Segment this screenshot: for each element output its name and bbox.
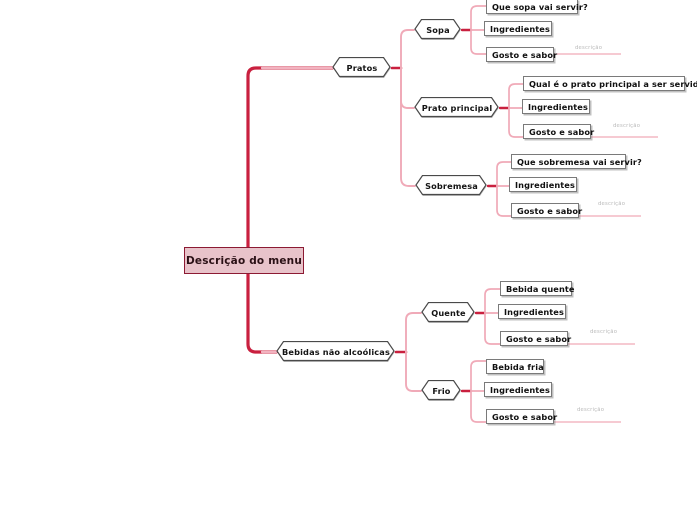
branch-node-sobremesa[interactable]: Sobremesa <box>415 175 488 197</box>
leaf-node-label: Bebida quente <box>506 283 575 294</box>
branch-node-label: Frio <box>432 386 451 396</box>
leaf-node-label: Que sopa vai servir? <box>492 1 588 12</box>
leaf-node[interactable]: Ingredientes <box>498 304 566 319</box>
leaf-node[interactable]: Ingredientes <box>522 99 590 114</box>
description-note: descrição <box>598 201 626 207</box>
leaf-node-label: Qual é o prato principal a ser servido? <box>529 78 697 89</box>
leaf-node[interactable]: Que sopa vai servir? <box>486 0 588 14</box>
branch-node-label: Prato principal <box>421 103 493 113</box>
leaf-node[interactable]: Gosto e sabor <box>523 124 595 139</box>
leaf-node-label: Ingredientes <box>504 306 564 317</box>
branch-node-frio[interactable]: Frio <box>421 380 462 402</box>
branch-node-label: Pratos <box>346 63 378 73</box>
leaf-node[interactable]: Bebida quente <box>500 281 575 296</box>
leaf-node-label: Gosto e sabor <box>529 126 595 137</box>
branch-node-sopa[interactable]: Sopa <box>414 19 462 41</box>
root-node-label: Descrição do menu <box>185 254 303 267</box>
leaf-node-label: Ingredientes <box>528 101 588 112</box>
branch-node-label: Bebidas não alcoólicas <box>282 347 390 357</box>
description-note: descrição <box>577 407 605 413</box>
leaf-node-label: Gosto e sabor <box>506 333 572 344</box>
leaf-node[interactable]: Ingredientes <box>509 177 577 192</box>
leaf-node[interactable]: Gosto e sabor <box>486 47 558 62</box>
branch-node-prato-principal[interactable]: Prato principal <box>414 97 500 119</box>
branch-node-label: Sobremesa <box>425 181 478 191</box>
leaf-node[interactable]: Gosto e sabor <box>511 203 583 218</box>
leaf-node-label: Ingredientes <box>490 23 550 34</box>
description-note: descrição <box>575 45 603 51</box>
root-node[interactable]: Descrição do menu <box>184 247 304 274</box>
leaf-node[interactable]: Ingredientes <box>484 21 552 36</box>
leaf-node-label: Ingredientes <box>515 179 575 190</box>
hexagon-shape <box>414 97 499 118</box>
hexagon-shape <box>415 175 487 196</box>
description-note: descrição <box>613 123 641 129</box>
leaf-node-label: Gosto e sabor <box>517 205 583 216</box>
leaf-node-label: Gosto e sabor <box>492 49 558 60</box>
description-note: descrição <box>590 329 618 335</box>
hexagon-shape <box>421 302 475 323</box>
leaf-node[interactable]: Gosto e sabor <box>486 409 558 424</box>
leaf-node[interactable]: Que sobremesa vai servir? <box>511 154 642 169</box>
branch-node-label: Quente <box>431 308 466 318</box>
branch-node-label: Sopa <box>426 25 450 35</box>
hexagon-shape <box>421 380 461 401</box>
branch-node-quente[interactable]: Quente <box>421 302 476 324</box>
hexagon-shape <box>276 341 395 362</box>
leaf-node-label: Gosto e sabor <box>492 411 558 422</box>
leaf-node-label: Bebida fria <box>492 361 544 372</box>
hexagon-shape <box>414 19 461 40</box>
leaf-node[interactable]: Ingredientes <box>484 382 552 397</box>
leaf-node[interactable]: Bebida fria <box>486 359 544 374</box>
leaf-node[interactable]: Gosto e sabor <box>500 331 572 346</box>
branch-node-pratos[interactable]: Pratos <box>332 57 392 79</box>
leaf-node-label: Que sobremesa vai servir? <box>517 156 642 167</box>
branch-node-bebidas-nao-alcoolicas[interactable]: Bebidas não alcoólicas <box>276 341 396 363</box>
hexagon-shape <box>332 57 391 78</box>
leaf-node[interactable]: Qual é o prato principal a ser servido? <box>523 76 697 91</box>
leaf-node-label: Ingredientes <box>490 384 550 395</box>
